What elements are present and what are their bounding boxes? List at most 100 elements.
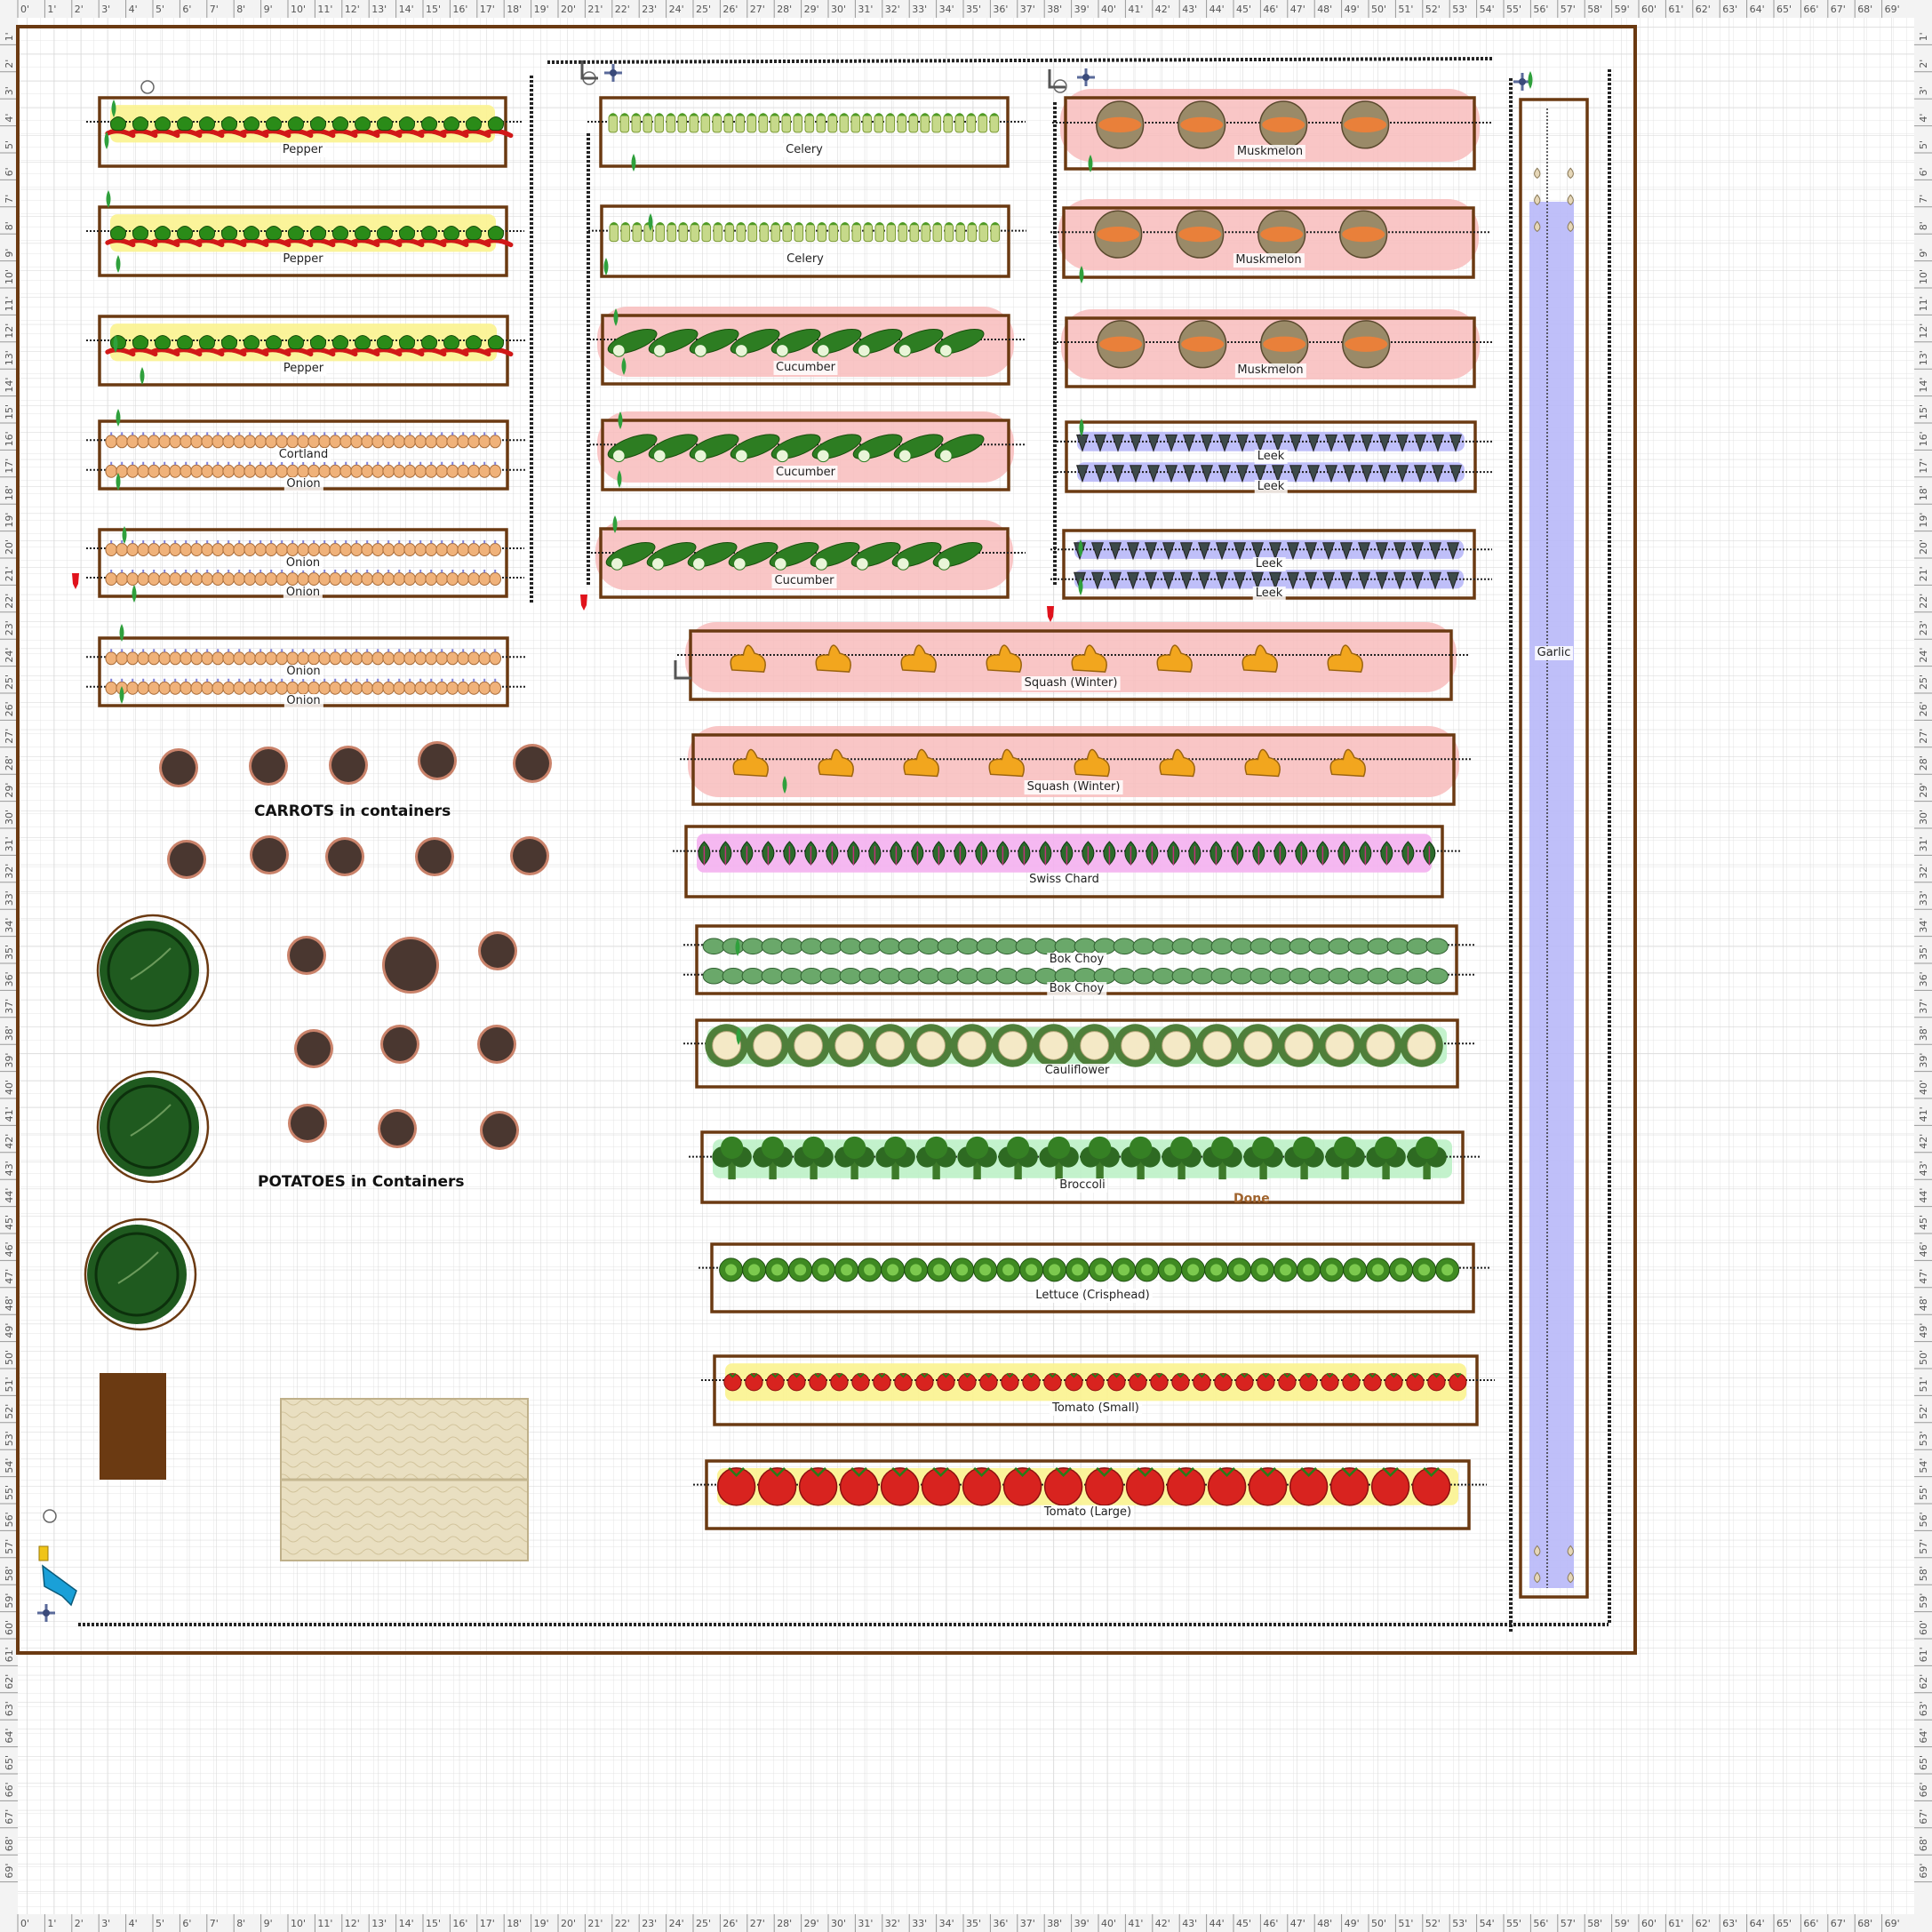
garden-bed[interactable]: [680, 726, 1472, 806]
ruler-label: 12': [4, 323, 15, 339]
pepper-plant-row[interactable]: [105, 116, 514, 139]
ruler-label: 1': [47, 4, 56, 15]
ruler-label: 64': [1750, 1918, 1765, 1929]
pipe-connector-icon[interactable]: [674, 660, 691, 680]
tomato-large-plant-row[interactable]: [716, 1466, 1451, 1506]
hose-reel-icon[interactable]: [38, 1545, 77, 1607]
ruler-label: 38': [1918, 1026, 1929, 1041]
chard-plant-row[interactable]: [698, 841, 1436, 866]
ruler-label: 25': [696, 4, 711, 15]
squash-plant-row[interactable]: [732, 748, 1366, 778]
ruler-label: 8': [236, 1918, 245, 1929]
ruler-label: 60': [4, 1620, 15, 1635]
ruler-label: 60': [1641, 1918, 1657, 1929]
ruler-label: 7': [210, 1918, 219, 1929]
sprinkler-icon[interactable]: [37, 1604, 55, 1622]
ruler-label: 66': [1803, 4, 1818, 15]
garden-bed[interactable]: [588, 204, 1026, 278]
ruler-label: 20': [561, 1918, 576, 1929]
ruler-label: 10': [4, 269, 15, 284]
garden-bed[interactable]: [587, 96, 1026, 168]
bokchoy-plant-row[interactable]: [702, 938, 1449, 955]
ruler-label: 58': [4, 1566, 15, 1581]
ruler-label: 14': [399, 4, 414, 15]
onion-plant-row[interactable]: [105, 649, 502, 666]
potato-containers[interactable]: [84, 914, 210, 1331]
ruler-label: 19': [534, 4, 549, 15]
stake-icon: [617, 470, 622, 488]
stake-icon: [1088, 155, 1093, 172]
bed-border: [1062, 206, 1475, 279]
melon-plant-row[interactable]: [1094, 210, 1388, 259]
leek-plant-row[interactable]: [1075, 434, 1463, 452]
onion-plant-row[interactable]: [105, 432, 502, 449]
compost-bin[interactable]: [100, 1373, 166, 1480]
ruler-label: 15': [1918, 404, 1929, 419]
pipe-connector-icon[interactable]: [580, 60, 598, 80]
ruler-label: 55': [1506, 4, 1521, 15]
garden-bed[interactable]: [1519, 98, 1589, 1599]
stake-icon: [618, 411, 623, 429]
sprinkler-icon[interactable]: [604, 64, 622, 82]
water-tap-icon[interactable]: [1047, 606, 1054, 622]
pepper-plant-row[interactable]: [105, 225, 514, 248]
ruler-label: 34': [1918, 918, 1929, 933]
ruler-label: 36': [4, 971, 15, 986]
cucumber-plant-row[interactable]: [605, 324, 986, 359]
ruler-label: 61': [4, 1647, 15, 1662]
row-label: Cortland: [275, 448, 331, 462]
ruler-label: 66': [1918, 1782, 1929, 1797]
garden-bed[interactable]: [677, 622, 1469, 701]
ruler-label: 44': [1918, 1188, 1929, 1203]
row-label: Cauliflower: [1042, 1064, 1113, 1078]
water-tap-icon[interactable]: [72, 573, 79, 589]
ruler-label: 38': [1047, 4, 1062, 15]
sprinkler-icon[interactable]: [1077, 68, 1095, 86]
onion-plant-row[interactable]: [105, 540, 502, 556]
onion-plant-row[interactable]: [105, 678, 502, 695]
squash-plant-row[interactable]: [730, 644, 1363, 673]
cauliflower-plant-row[interactable]: [705, 1024, 1443, 1067]
leek-plant-row[interactable]: [1075, 465, 1463, 483]
onion-plant-row[interactable]: [105, 570, 502, 586]
ruler-label: 40': [4, 1080, 15, 1095]
tomato-small-plant-row[interactable]: [723, 1372, 1467, 1392]
ruler-label: 60': [1918, 1620, 1929, 1635]
ruler-label: 32': [885, 4, 900, 15]
cucumber-plant-row[interactable]: [603, 538, 985, 572]
onion-plant-row[interactable]: [105, 461, 502, 478]
ruler-label: 31': [1918, 836, 1929, 851]
carrot-containers[interactable]: [159, 741, 552, 1150]
celery-plant-row[interactable]: [608, 113, 1000, 133]
lettuce-plant-row[interactable]: [719, 1257, 1460, 1282]
melon-plant-row[interactable]: [1097, 320, 1391, 369]
ruler-label: 37': [1020, 4, 1035, 15]
leek-plant-row[interactable]: [1073, 542, 1460, 561]
timer-icon[interactable]: [140, 80, 155, 94]
broccoli-plant-row[interactable]: [712, 1136, 1447, 1180]
timer-icon[interactable]: [43, 1509, 57, 1523]
melon-plant-row[interactable]: [1096, 100, 1390, 149]
pepper-plant-row[interactable]: [105, 334, 514, 357]
celery-plant-row[interactable]: [609, 222, 1001, 243]
stake-icon: [1528, 71, 1533, 89]
ruler-label: 14': [4, 378, 15, 393]
ruler-label: 10': [291, 4, 306, 15]
pipe-connector-icon[interactable]: [1048, 69, 1066, 89]
ruler-label: 67': [4, 1809, 15, 1824]
water-tap-icon[interactable]: [580, 595, 587, 611]
leek-plant-row[interactable]: [1073, 571, 1460, 590]
ruler-label: 6': [4, 167, 15, 176]
garlic-plant-row[interactable]: [1534, 108, 1574, 1588]
ruler-label: 26': [1918, 701, 1929, 716]
ruler-label: 1': [4, 32, 15, 41]
cucumber-plant-row[interactable]: [605, 429, 986, 464]
ruler-label: 10': [291, 1918, 306, 1929]
stake-icon: [104, 132, 109, 149]
bokchoy-plant-row[interactable]: [702, 967, 1449, 985]
row-fill: [688, 726, 1459, 797]
ruler-label: 2': [4, 60, 15, 68]
ruler-label: 54': [1918, 1458, 1929, 1473]
